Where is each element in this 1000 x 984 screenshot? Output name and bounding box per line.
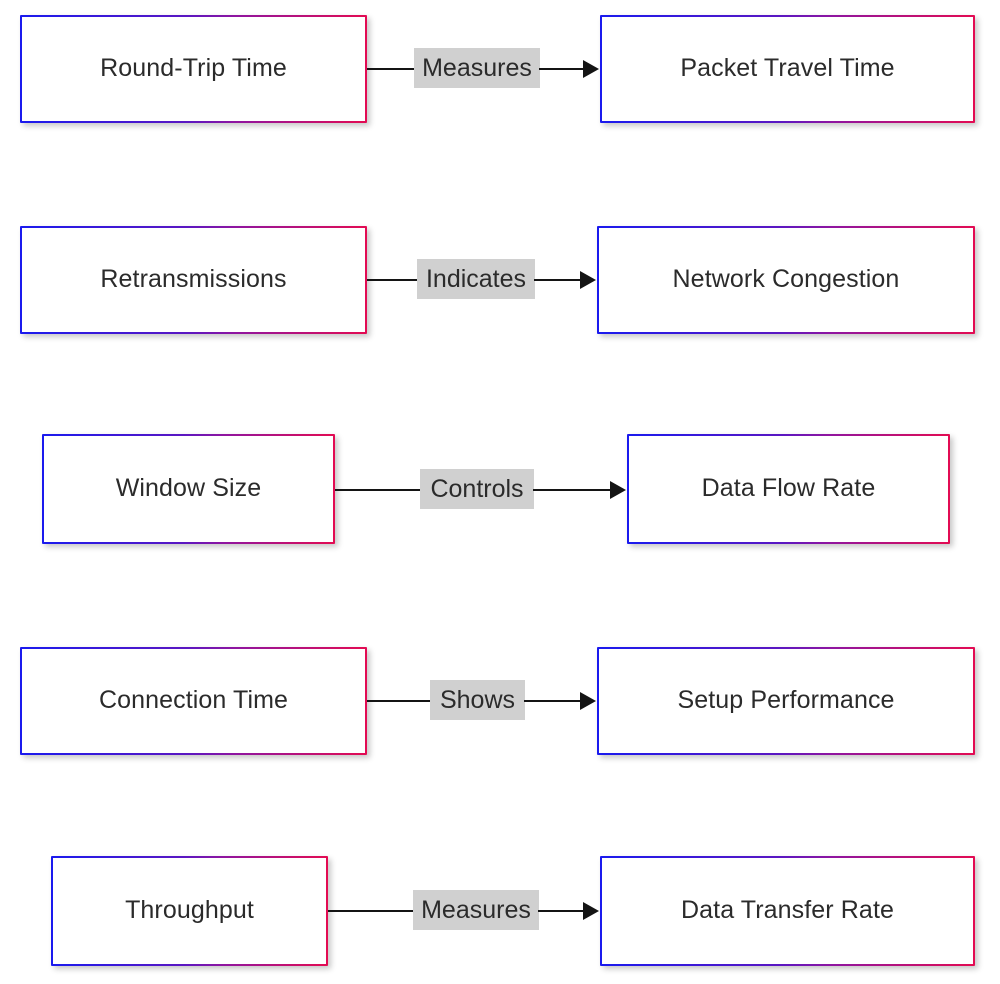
node-label: Retransmissions <box>100 265 287 294</box>
node-target-2[interactable]: Network Congestion <box>597 226 975 334</box>
edge-line-5-right <box>538 910 584 913</box>
node-source-3[interactable]: Window Size <box>42 434 335 544</box>
edge-line-4-left <box>367 700 431 703</box>
node-label: Data Transfer Rate <box>680 896 894 925</box>
edge-line-4-right <box>524 700 581 703</box>
edge-label-1[interactable]: Measures <box>414 48 540 88</box>
edge-line-5-left <box>328 910 414 913</box>
edge-label-text: Indicates <box>425 264 527 293</box>
node-label: Network Congestion <box>672 265 900 294</box>
edge-line-1-left <box>367 68 415 71</box>
edge-label-text: Controls <box>430 474 524 503</box>
node-target-3[interactable]: Data Flow Rate <box>627 434 950 544</box>
edge-label-2[interactable]: Indicates <box>417 259 535 299</box>
edge-line-3-left <box>335 489 421 492</box>
edge-label-text: Shows <box>439 685 516 714</box>
edge-arrow-2 <box>580 271 596 289</box>
edge-arrow-1 <box>583 60 599 78</box>
node-label: Connection Time <box>98 686 289 715</box>
edge-label-text: Measures <box>422 53 532 82</box>
node-label: Setup Performance <box>677 686 895 715</box>
node-label: Data Flow Rate <box>701 474 876 503</box>
node-target-5[interactable]: Data Transfer Rate <box>600 856 975 966</box>
edge-arrow-4 <box>580 692 596 710</box>
node-source-5[interactable]: Throughput <box>51 856 328 966</box>
edge-line-3-right <box>533 489 610 492</box>
node-source-2[interactable]: Retransmissions <box>20 226 367 334</box>
node-label: Packet Travel Time <box>680 54 895 83</box>
edge-label-text: Measures <box>421 895 531 924</box>
edge-line-1-right <box>539 68 584 71</box>
node-source-4[interactable]: Connection Time <box>20 647 367 755</box>
node-target-1[interactable]: Packet Travel Time <box>600 15 975 123</box>
node-source-1[interactable]: Round-Trip Time <box>20 15 367 123</box>
node-label: Throughput <box>125 896 254 925</box>
edge-label-3[interactable]: Controls <box>420 469 534 509</box>
edge-arrow-3 <box>610 481 626 499</box>
node-label: Window Size <box>115 474 262 503</box>
edge-line-2-left <box>367 279 418 282</box>
node-label: Round-Trip Time <box>100 54 287 83</box>
edge-label-5[interactable]: Measures <box>413 890 539 930</box>
edge-line-2-right <box>534 279 581 282</box>
node-target-4[interactable]: Setup Performance <box>597 647 975 755</box>
edge-arrow-5 <box>583 902 599 920</box>
edge-label-4[interactable]: Shows <box>430 680 525 720</box>
